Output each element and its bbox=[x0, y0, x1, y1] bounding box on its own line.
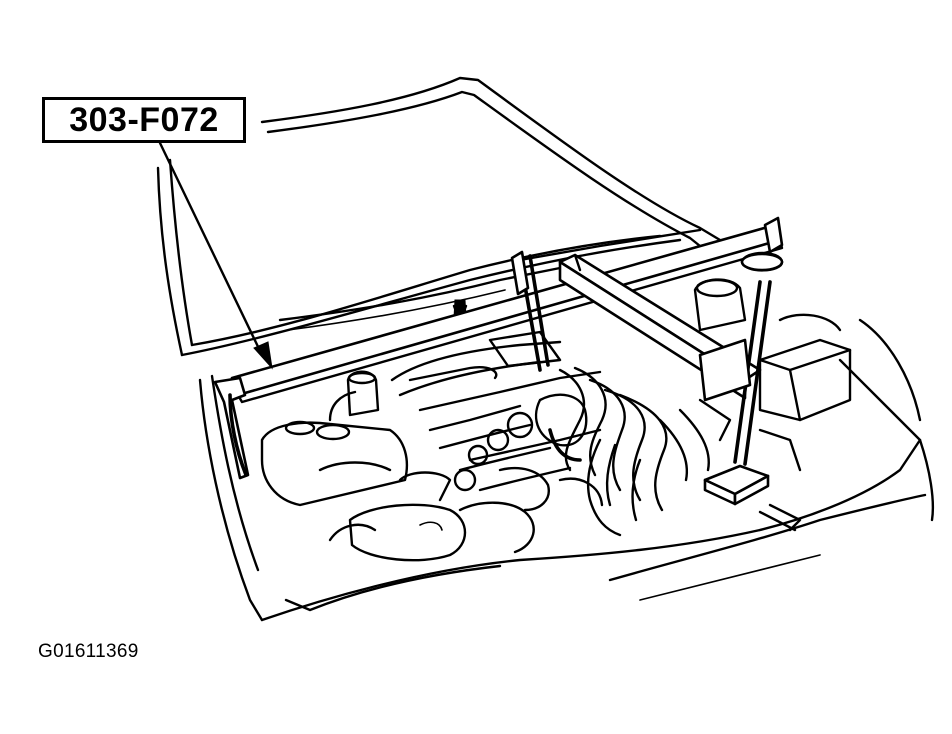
arrow-icon bbox=[158, 141, 273, 370]
vehicle-body bbox=[198, 318, 935, 622]
tool-number-text: 303-F072 bbox=[69, 100, 219, 139]
coolant-reservoir bbox=[260, 370, 409, 507]
figure-id: G01611369 bbox=[38, 641, 139, 662]
ignition-wires bbox=[558, 366, 732, 537]
engine-valve-cover bbox=[390, 330, 602, 492]
fuel-rail-assembly bbox=[453, 393, 588, 492]
lower-engine bbox=[318, 461, 604, 562]
engine-support-bar bbox=[213, 216, 784, 506]
tool-number-callout: 303-F072 bbox=[42, 97, 246, 143]
battery-area bbox=[693, 278, 852, 472]
